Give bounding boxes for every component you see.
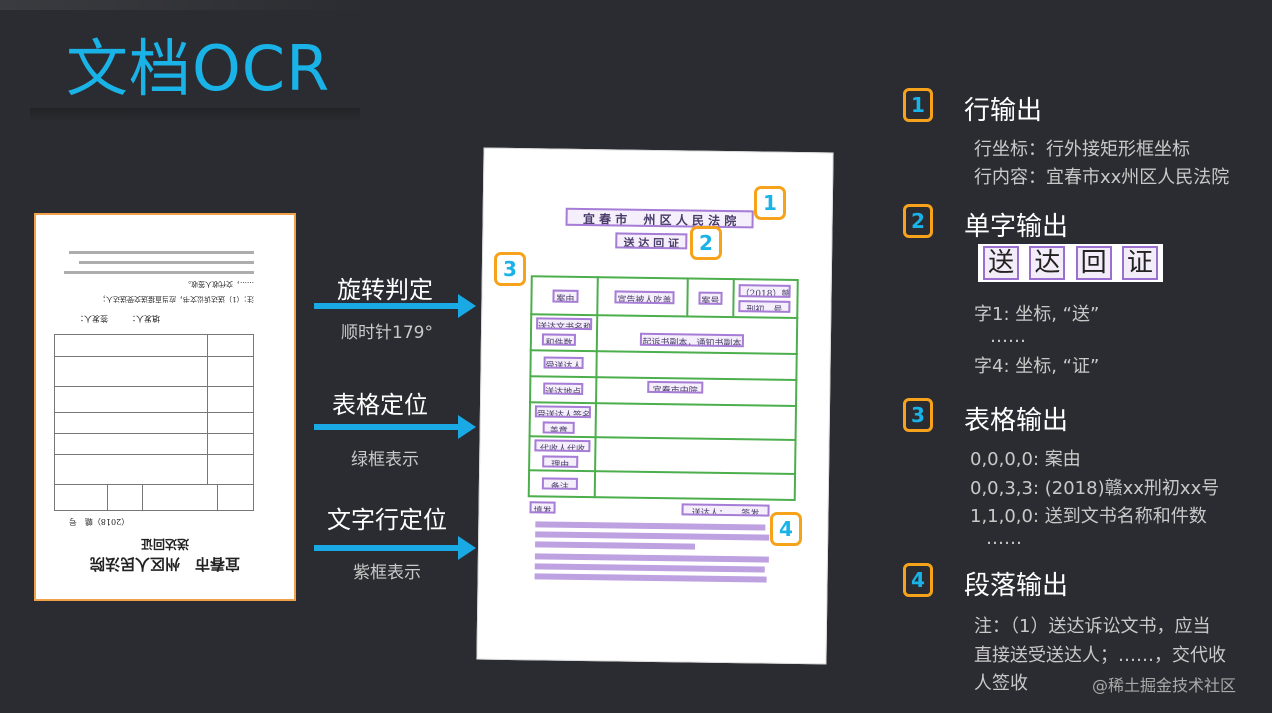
panel-table-text-1: 0,0,0,0: 案由 xyxy=(970,449,1081,470)
panel-table-text-3: 1,1,0,0: 送到文书名称和件数 xyxy=(970,506,1207,527)
line-box-sign-2: 盖章 xyxy=(542,421,575,434)
line-box-note-line xyxy=(534,553,769,563)
line-box-anyou-value: 宣告被人吃盖 xyxy=(614,290,675,305)
char-sample-strip: 送 达 回 证 xyxy=(978,244,1163,282)
line-box-note-line xyxy=(534,563,765,573)
panel-para-text-1: 注：（1）送达诉讼文书，应当 xyxy=(974,616,1211,637)
panel-badge-3: 3 xyxy=(903,398,933,432)
source-table-cell xyxy=(207,387,208,412)
processed-document: 宜 春 市 州 区 人 民 法 院 送 达 回 证 案由 宣告被人吃盖 案号 （… xyxy=(476,147,834,665)
panel-table-text-2: 0,0,3,3: (2018)赣xx刑初xx号 xyxy=(970,478,1220,499)
line-box-agent-2: 理由 xyxy=(542,455,579,468)
line-box-case-no-2: 刑初 号 xyxy=(738,300,791,313)
arrow-rotate xyxy=(314,294,476,318)
source-note-2: ……，交代收人签收。 xyxy=(184,280,254,288)
line-box-doc-count: 和件数 xyxy=(541,333,576,346)
step-rotate-label: 旋转判定 xyxy=(337,276,433,304)
panel-table-text-4: …… xyxy=(986,528,1022,549)
line-box-agent: 代收人代收 xyxy=(534,439,591,453)
source-text-line xyxy=(79,261,254,264)
panel-badge-4: 4 xyxy=(903,563,933,597)
panel-para-text-2: 直接送受送达人；……，交代收 xyxy=(974,645,1226,666)
line-box-note: 备注 xyxy=(541,477,578,490)
line-box-footer-right: 送达人： 签发 xyxy=(681,503,770,517)
source-table-row xyxy=(55,454,253,484)
panel-para-text-3: 人签收 xyxy=(974,673,1028,694)
panel-para-title: 段落输出 xyxy=(964,571,1069,601)
line-box-doc-name: 送达文书名称 xyxy=(536,317,593,331)
line-box-court: 宜 春 市 州 区 人 民 法 院 xyxy=(565,207,754,229)
badge-1: 1 xyxy=(754,186,786,220)
line-box-recipient: 受送达人 xyxy=(543,356,584,369)
panel-line-text-2: 行内容：宜春市xx州区人民法院 xyxy=(974,167,1230,188)
line-box-form-title: 送 达 回 证 xyxy=(615,232,688,250)
line-box-sign: 受送达人签名 xyxy=(534,405,591,419)
panel-line-title: 行输出 xyxy=(964,96,1043,126)
step-table-label: 表格定位 xyxy=(332,391,428,419)
line-box-anhao: 案号 xyxy=(698,291,723,305)
step-rotate-sub: 顺时针179° xyxy=(341,323,433,343)
source-table-cell xyxy=(207,434,208,454)
panel-line-text-1: 行坐标：行外接矩形框坐标 xyxy=(974,139,1190,160)
line-box-note-line xyxy=(535,541,696,550)
source-table-cell xyxy=(107,485,108,510)
source-table-row xyxy=(55,356,253,386)
source-table-row xyxy=(55,412,253,433)
source-footer: 填发人： 签发人： xyxy=(76,314,160,323)
panel-char-text-2: …… xyxy=(990,326,1026,347)
step-text-sub: 紫框表示 xyxy=(353,563,421,583)
line-box-case-no: （2018）赣 xyxy=(738,284,791,298)
title-shadow xyxy=(30,108,360,122)
source-table-row xyxy=(55,335,253,356)
source-document: 宜春市 州区人民法院 送达回证 （2018）赣 号 填发人： 签发人： 注：（1… xyxy=(34,213,296,601)
source-table-row xyxy=(55,433,253,454)
source-document-rotated-content: 宜春市 州区人民法院 送达回证 （2018）赣 号 填发人： 签发人： 注：（1… xyxy=(36,215,294,599)
source-table-cell xyxy=(207,335,208,356)
source-table-row xyxy=(55,386,253,412)
source-note-1: 注：（1）送达诉讼文书，应当直接送交受送达人； xyxy=(99,295,254,303)
line-box-note-line xyxy=(535,531,770,541)
line-box-place-value: 宜春市中院 xyxy=(647,380,704,394)
source-table-row xyxy=(55,484,253,510)
watermark: @稀土掘金技术社区 xyxy=(1092,676,1237,695)
panel-char-title: 单字输出 xyxy=(964,212,1069,242)
badge-4: 4 xyxy=(770,512,802,546)
source-text-line xyxy=(64,271,254,274)
arrow-table xyxy=(314,415,476,439)
arrow-text xyxy=(314,536,476,560)
char-box: 证 xyxy=(1121,246,1158,280)
source-table-cell xyxy=(207,357,208,386)
line-box-doc-value: 起诉书副本，通知书副本 xyxy=(639,332,745,348)
top-band xyxy=(0,0,370,10)
line-box-anyou: 案由 xyxy=(552,289,579,303)
source-table-cell xyxy=(207,413,208,433)
source-court-title: 宜春市 州区人民法院 xyxy=(90,555,241,573)
badge-2: 2 xyxy=(690,226,722,260)
step-table-sub: 绿框表示 xyxy=(351,450,419,470)
source-case-no: （2018）赣 号 xyxy=(68,517,130,526)
char-box: 回 xyxy=(1075,246,1112,280)
char-box: 达 xyxy=(1029,246,1066,280)
badge-3: 3 xyxy=(494,252,526,286)
slide-title: 文档OCR xyxy=(66,32,331,105)
panel-char-text-3: 字4: 坐标, “证” xyxy=(974,356,1100,377)
panel-char-text-1: 字1: 坐标, “送” xyxy=(974,304,1100,325)
source-form-title: 送达回证 xyxy=(141,537,190,551)
source-table-cell xyxy=(217,485,218,510)
source-table-cell xyxy=(142,485,143,510)
source-table xyxy=(54,334,254,511)
line-box-note-line xyxy=(534,573,767,583)
panel-table-title: 表格输出 xyxy=(964,406,1069,436)
line-box-note-line xyxy=(535,521,766,531)
step-text-label: 文字行定位 xyxy=(327,506,447,534)
source-table-cell xyxy=(207,455,208,484)
line-box-place: 送达地点 xyxy=(543,382,584,395)
source-text-line xyxy=(69,251,254,254)
panel-badge-2: 2 xyxy=(903,204,933,238)
panel-badge-1: 1 xyxy=(903,88,933,122)
line-box-footer-left: 填发 xyxy=(529,501,556,514)
char-box: 送 xyxy=(983,246,1020,280)
